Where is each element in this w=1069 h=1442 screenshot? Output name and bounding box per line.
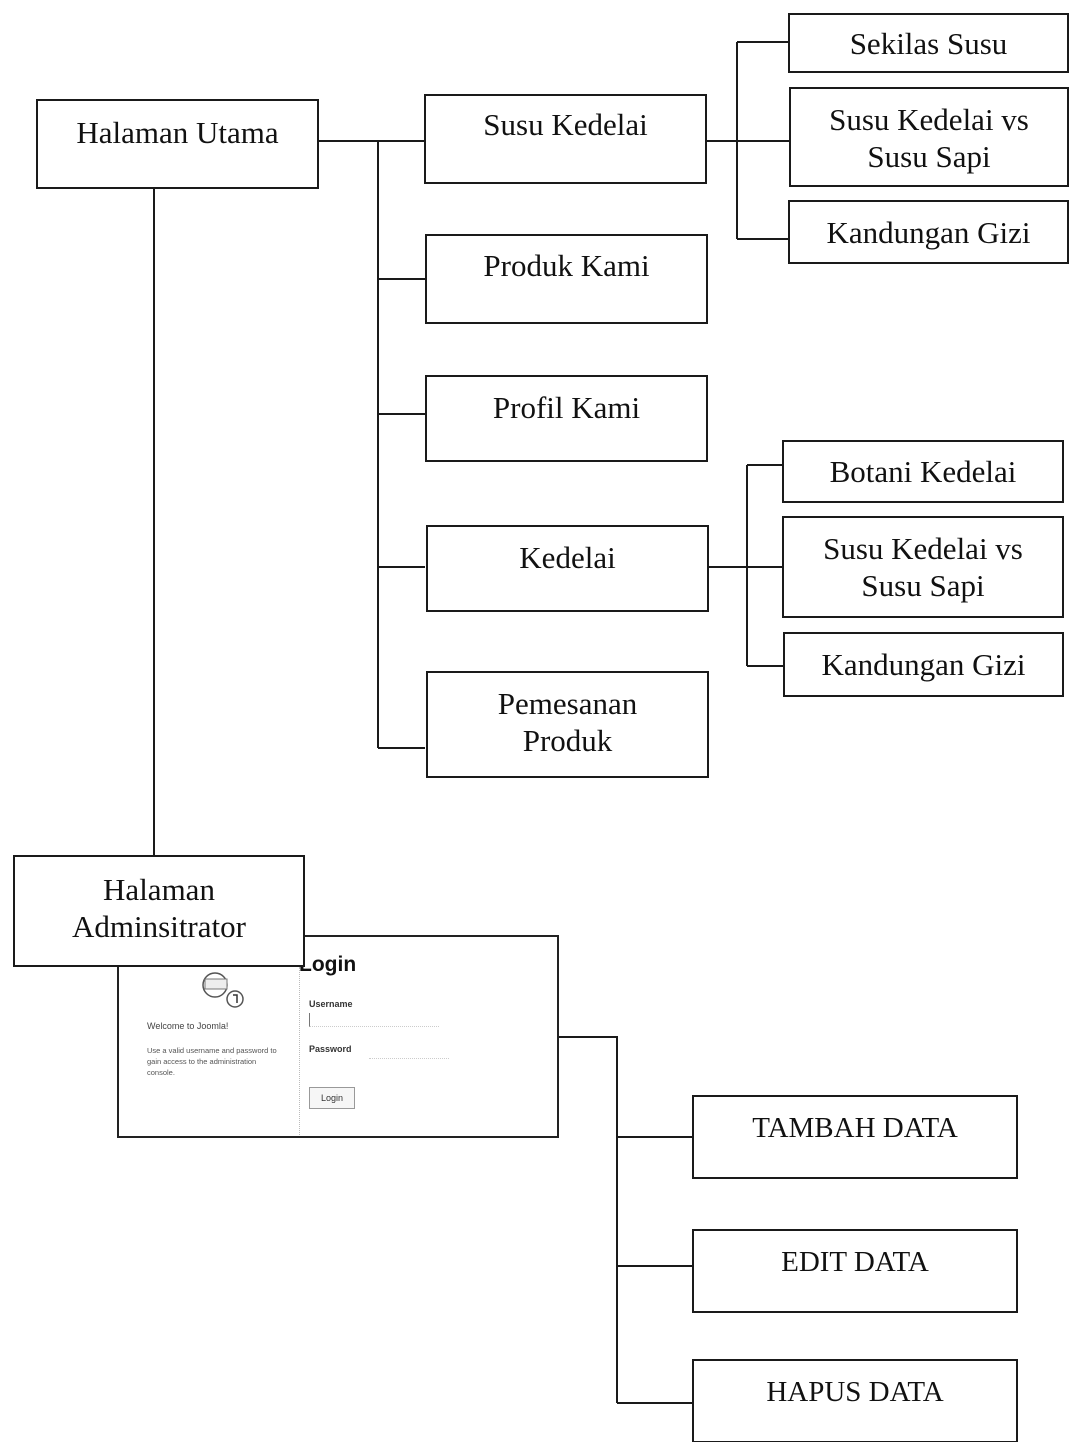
- node-kandungan-gizi-2: Kandungan Gizi: [783, 632, 1064, 697]
- node-halaman-administrator: Halaman Adminsitrator: [13, 855, 305, 967]
- node-edit-data: EDIT DATA: [692, 1229, 1018, 1313]
- password-label: Password: [309, 1044, 352, 1054]
- login-description: Use a valid username and password to gai…: [147, 1046, 277, 1077]
- login-button[interactable]: Login: [309, 1087, 355, 1109]
- node-halaman-utama: Halaman Utama: [36, 99, 319, 189]
- node-kandungan-gizi-1: Kandungan Gizi: [788, 200, 1069, 264]
- node-susu-kedelai-vs-susu-sapi-1: Susu Kedelai vs Susu Sapi: [789, 87, 1069, 187]
- login-divider: [299, 967, 300, 1135]
- joomla-logo-icon: [202, 972, 244, 1008]
- node-tambah-data: TAMBAH DATA: [692, 1095, 1018, 1179]
- login-welcome-text: Welcome to Joomla!: [147, 1021, 229, 1031]
- connector-root-to-menu: [318, 140, 379, 748]
- node-botani-kedelai: Botani Kedelai: [782, 440, 1064, 503]
- node-susu-kedelai: Susu Kedelai: [424, 94, 707, 184]
- node-susu-kedelai-vs-susu-sapi-2: Susu Kedelai vs Susu Sapi: [782, 516, 1064, 618]
- node-sekilas-susu: Sekilas Susu: [788, 13, 1069, 73]
- password-input[interactable]: [369, 1045, 449, 1059]
- node-hapus-data: HAPUS DATA: [692, 1359, 1018, 1442]
- node-pemesanan-produk: Pemesanan Produk: [426, 671, 709, 778]
- node-profil-kami: Profil Kami: [425, 375, 708, 462]
- node-produk-kami: Produk Kami: [425, 234, 708, 324]
- node-kedelai: Kedelai: [426, 525, 709, 612]
- login-screenshot: Welcome to Joomla! Use a valid username …: [117, 935, 559, 1138]
- login-title: Login: [299, 953, 357, 976]
- connector-login-to-actions: [559, 1036, 618, 1403]
- username-input[interactable]: [309, 1013, 439, 1027]
- username-label: Username: [309, 999, 353, 1009]
